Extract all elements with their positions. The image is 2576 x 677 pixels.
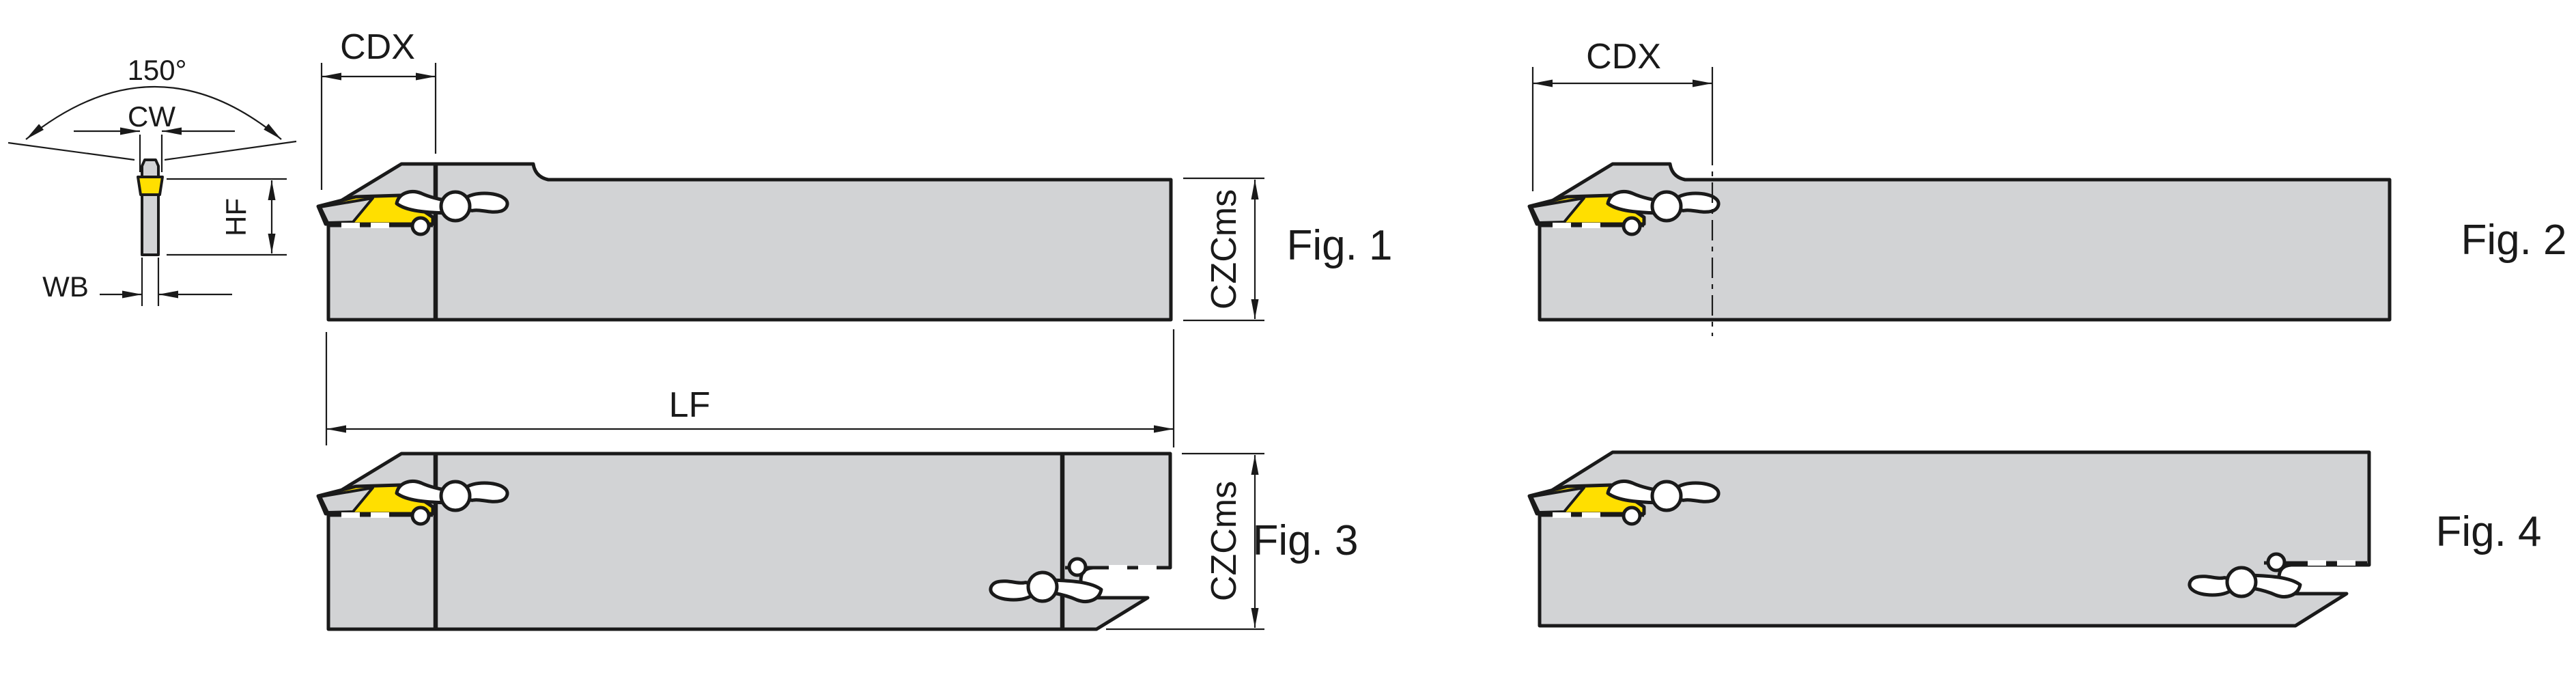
cdx-label-fig1: CDX [340,27,415,67]
wb-label: WB [42,271,89,303]
blade-top-section [141,158,160,178]
angle-arc [25,85,282,140]
front-view: 150° CW HF WB [8,54,297,306]
fig2-caption: Fig. 2 [2461,217,2566,264]
tool-body-fig2 [1538,162,2392,322]
cdx-label-fig2: CDX [1586,37,1661,77]
angle-side-right [164,140,297,161]
angle-side-left [8,141,135,161]
insert-front-view [137,176,164,196]
fig3-caption: Fig. 3 [1252,517,1358,564]
czcms-label-fig3: CZCms [1204,481,1244,601]
fig4-caption: Fig. 4 [2435,508,2541,555]
tool-body-fig4 [1538,450,2371,628]
cw-label: CW [128,100,175,133]
angle-label: 150° [128,54,187,86]
lf-label: LF [669,385,711,425]
czcms-label-fig1: CZCms [1204,189,1244,309]
figure-3: CZCms Fig. 3 [318,452,1359,631]
figure-1: CDX CZCms Fig. 1 [318,27,1393,322]
blade-shank [141,193,160,256]
hf-label: HF [220,198,252,236]
lf-dimension: LF [325,329,1175,447]
figure-4: Fig. 4 [1529,450,2542,628]
tool-body-fig1 [326,162,1173,322]
fig1-caption: Fig. 1 [1286,222,1392,269]
figure-2: CDX Fig. 2 [1529,37,2567,336]
